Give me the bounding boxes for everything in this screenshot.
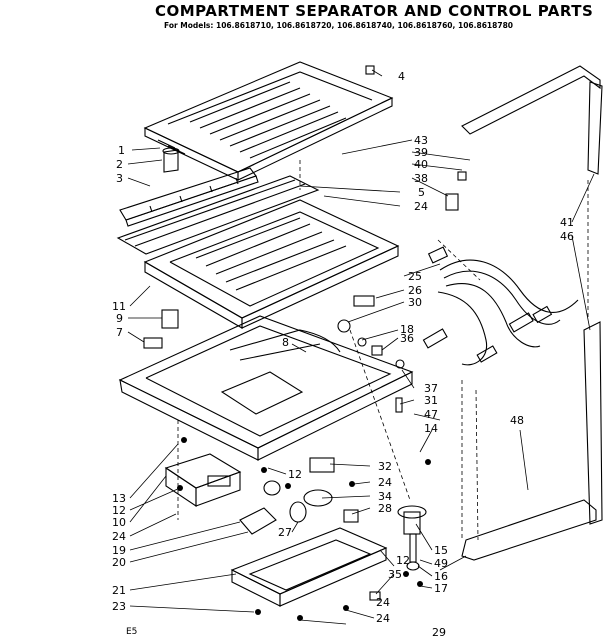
callout-2: 2 xyxy=(116,158,123,171)
callout-25: 25 xyxy=(408,270,422,283)
callout-37: 37 xyxy=(424,382,438,395)
callout-9: 9 xyxy=(116,312,123,325)
separator-panel xyxy=(143,199,400,329)
callout-43: 43 xyxy=(414,134,428,147)
callout-12a: 12 xyxy=(112,504,126,517)
callout-17: 17 xyxy=(434,582,448,595)
callout-26: 26 xyxy=(408,284,422,297)
callout-5: 5 xyxy=(418,186,425,199)
callout-14: 14 xyxy=(424,422,438,435)
callout-24b: 24 xyxy=(112,530,126,543)
callout-4: 4 xyxy=(398,70,405,83)
callout-1: 1 xyxy=(118,144,125,157)
callout-38: 38 xyxy=(414,172,428,185)
bottom-tray xyxy=(230,527,388,607)
callout-12c: 12 xyxy=(396,554,410,567)
callout-18: 18 xyxy=(400,323,414,336)
callout-35: 35 xyxy=(388,568,402,581)
callout-40: 40 xyxy=(414,158,428,171)
callout-24a: 24 xyxy=(414,200,428,213)
callout-28: 28 xyxy=(378,502,392,515)
callout-11: 11 xyxy=(112,300,126,313)
callout-29: 29 xyxy=(432,626,446,639)
callout-3: 3 xyxy=(116,172,123,185)
callout-8: 8 xyxy=(282,336,289,349)
gasket-frame xyxy=(461,65,603,561)
callout-39: 39 xyxy=(414,146,428,159)
callout-27: 27 xyxy=(278,526,292,539)
heater-strip xyxy=(116,175,320,255)
callout-48: 48 xyxy=(510,414,524,427)
callout-24d: 24 xyxy=(376,612,390,625)
model-list: For Models: 106.8618710, 106.8618720, 10… xyxy=(164,21,514,30)
callout-36: 36 xyxy=(400,332,414,345)
callout-13: 13 xyxy=(112,492,126,505)
leader-lines xyxy=(127,69,595,625)
callout-24c: 24 xyxy=(378,476,392,489)
callout-49: 49 xyxy=(434,557,448,570)
diagram-title: COMPARTMENT SEPARATOR AND CONTROL PARTS xyxy=(155,2,594,20)
callout-30: 30 xyxy=(408,296,422,309)
callout-24e: 24 xyxy=(376,596,390,609)
callout-32: 32 xyxy=(378,460,392,473)
callout-23: 23 xyxy=(112,600,126,613)
mullion-rail xyxy=(119,167,259,227)
callout-16: 16 xyxy=(434,570,448,583)
wiring-harness xyxy=(422,246,579,366)
callout-19: 19 xyxy=(112,544,126,557)
callout-41: 41 xyxy=(560,216,574,229)
callout-20: 20 xyxy=(112,556,126,569)
page-mark: E5 xyxy=(126,627,137,637)
control-housing xyxy=(164,453,242,508)
callout-47: 47 xyxy=(424,408,438,421)
top-cover-panel xyxy=(143,61,394,181)
callouts: 1 2 3 4 5 7 8 9 10 11 12 12 12 13 14 15 … xyxy=(112,70,574,639)
callout-21: 21 xyxy=(112,584,126,597)
base-pan xyxy=(118,315,414,461)
callout-46: 46 xyxy=(560,230,574,243)
callout-15: 15 xyxy=(434,544,448,557)
callout-10: 10 xyxy=(112,516,126,529)
callout-34: 34 xyxy=(378,490,392,503)
callout-7: 7 xyxy=(116,326,123,339)
callout-12b: 12 xyxy=(288,468,302,481)
callout-31: 31 xyxy=(424,394,438,407)
